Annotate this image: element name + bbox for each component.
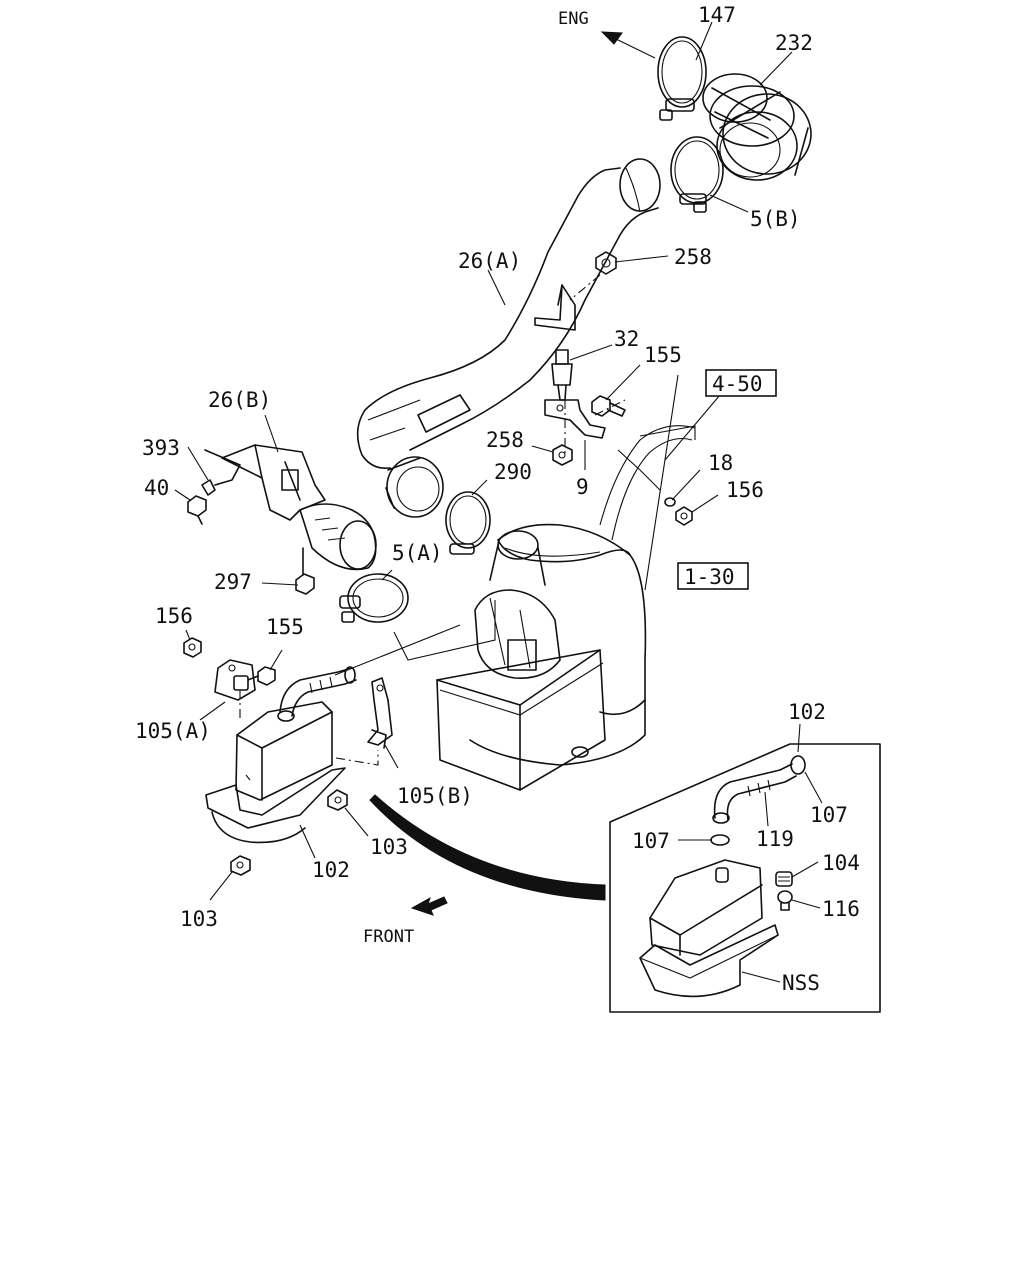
label-40: 40: [144, 476, 169, 500]
bolt-155-left: [247, 666, 276, 686]
label-156-right: 156: [726, 478, 764, 502]
label-9: 9: [576, 475, 589, 499]
intake-duct-232: [702, 73, 812, 181]
front-label: FRONT: [363, 927, 414, 947]
pipe-bracket: [534, 284, 576, 331]
ref-4-50-label: 4-50: [712, 372, 763, 396]
inset-clamp-107-right: [790, 755, 806, 775]
ref-box-4-50: 4-50: [705, 369, 777, 397]
hose-clamp-5a: [339, 573, 409, 623]
inset-cap-104: [775, 871, 793, 887]
bracket-105a: [214, 659, 256, 720]
nut-103-bottom: [230, 855, 251, 876]
label-116: 116: [822, 897, 860, 921]
hose-clamp-147: [657, 36, 707, 121]
bolt-155-top: [591, 395, 626, 417]
bracket-9: [544, 399, 606, 439]
eng-label: ENG: [558, 9, 589, 29]
label-297: 297: [214, 570, 252, 594]
duct-26b: [204, 444, 377, 571]
label-155-left: 155: [266, 615, 304, 639]
label-105a: 105(A): [135, 719, 211, 743]
inset-resonator-tank: [639, 859, 779, 998]
ref-1-30-label: 1-30: [684, 565, 735, 589]
flange-nut-258-top: [595, 251, 617, 275]
inset-hose-119: [712, 763, 797, 824]
inset-plug-116: [777, 890, 793, 911]
front-direction-arrow: [410, 896, 448, 916]
label-103-mid: 103: [370, 835, 408, 859]
nut-156-right: [675, 506, 693, 526]
label-290: 290: [494, 460, 532, 484]
label-102-inset: 102: [788, 700, 826, 724]
hose-clamp-290: [445, 491, 491, 555]
label-105b: 105(B): [397, 784, 473, 808]
label-119: 119: [756, 827, 794, 851]
bolt-40: [187, 495, 207, 525]
clip-393: [201, 479, 216, 496]
label-147: 147: [698, 3, 736, 27]
label-258-top: 258: [674, 245, 712, 269]
label-26b: 26(B): [208, 388, 271, 412]
washer-18: [664, 497, 676, 507]
resonator-tank-102: [205, 701, 346, 844]
nut-156-left: [183, 637, 202, 658]
air-cleaner-assembly: [436, 523, 647, 791]
bracket-105b: [367, 677, 393, 749]
bolt-297: [295, 547, 315, 595]
label-102-main: 102: [312, 858, 350, 882]
leader-lines: [174, 21, 823, 983]
label-232: 232: [775, 31, 813, 55]
frame-section: [599, 425, 696, 541]
flange-nut-258-mid: [552, 444, 573, 466]
inset-clamp-107-left: [710, 834, 730, 846]
eng-direction-arrow: [600, 31, 656, 59]
label-104: 104: [822, 851, 860, 875]
hose-clamp-5b: [670, 136, 724, 213]
intake-pipe-26a: [356, 158, 661, 518]
label-258-mid: 258: [486, 428, 524, 452]
label-32: 32: [614, 327, 639, 351]
label-393: 393: [142, 436, 180, 460]
label-107-left: 107: [632, 829, 670, 853]
label-107-right: 107: [810, 803, 848, 827]
label-26a: 26(A): [458, 249, 521, 273]
sensor-32: [551, 349, 573, 401]
ref-box-1-30: 1-30: [677, 562, 749, 590]
nut-103-mid: [327, 789, 348, 811]
label-5a: 5(A): [392, 541, 443, 565]
inset-callout-arrow: [369, 794, 606, 901]
label-156-left: 156: [155, 604, 193, 628]
inset-box: [609, 743, 881, 1013]
label-155-top: 155: [644, 343, 682, 367]
label-5b: 5(B): [750, 207, 801, 231]
label-18: 18: [708, 451, 733, 475]
hose-left: [277, 666, 357, 722]
label-nss: NSS: [782, 971, 820, 995]
label-103-bottom: 103: [180, 907, 218, 931]
